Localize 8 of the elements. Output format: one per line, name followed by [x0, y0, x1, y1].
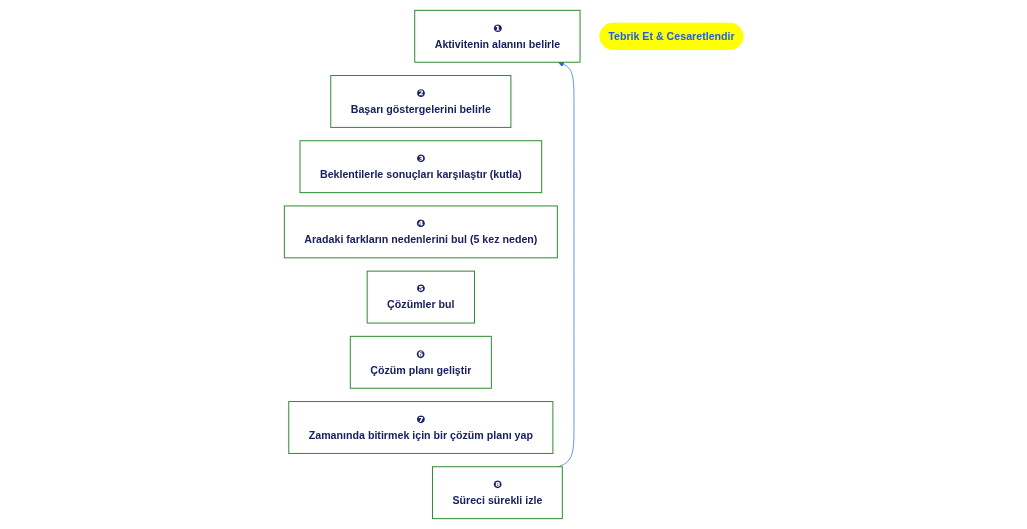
node-box: ❷ Başarı göstergelerini belirle — [330, 75, 512, 128]
node-box: ❸ Beklentilerle sonuçları karşılaştır (kutla) — [299, 140, 543, 194]
node-box: ❼ Zamanında bitirmek için bir çözüm planı yap — [288, 401, 554, 454]
node-box: ❻ Çözüm planı geliştir — [349, 335, 492, 389]
node-box: ❹ Aradaki farkların nedenlerini bul (5 kez neden) — [283, 205, 558, 259]
node-box: ❶ Aktivitenin alanını belirle — [414, 9, 581, 63]
node-box: ❺ Çözümler bul — [366, 270, 475, 324]
node-box: ❽ Süreci sürekli izle — [431, 466, 563, 520]
